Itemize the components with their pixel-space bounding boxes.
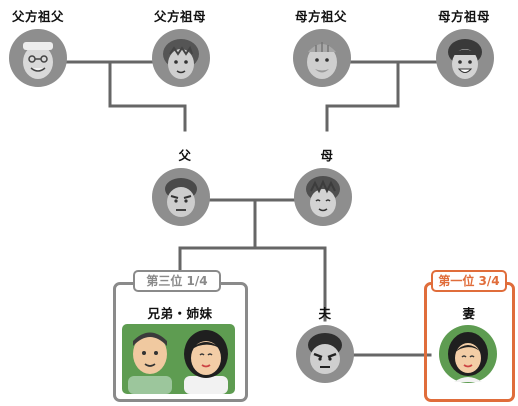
paternal-grandfather-portrait	[8, 28, 68, 88]
brother-portrait	[128, 332, 172, 394]
wife-share: 3/4	[478, 274, 500, 288]
maternal-grandfather-portrait	[292, 28, 352, 88]
siblings-portrait-panel	[122, 324, 235, 394]
paternal-grandfather-label: 父方祖父	[11, 9, 64, 24]
paternal-grandmother-portrait	[151, 28, 211, 88]
husband-portrait	[295, 324, 355, 384]
paternal-descent-line	[108, 60, 187, 132]
wife-title: 妻	[462, 306, 476, 321]
siblings-rank-tag: 第三位 1/4	[133, 270, 221, 292]
sister-portrait	[184, 330, 228, 394]
husband-label: 夫	[318, 306, 332, 321]
siblings-portraits	[128, 330, 228, 394]
father-portrait	[151, 167, 211, 227]
siblings-share: 1/4	[186, 274, 208, 288]
maternal-grandmother-label: 母方祖母	[437, 9, 490, 24]
maternal-grandmother-portrait	[435, 28, 495, 88]
mother-portrait	[293, 167, 353, 227]
maternal-descent-line	[325, 60, 400, 132]
siblings-title: 兄弟・姉妹	[147, 306, 213, 321]
wife-rank: 第一位	[438, 274, 475, 288]
mother-label: 母	[320, 148, 334, 163]
siblings-rank: 第三位	[146, 274, 183, 288]
father-label: 父	[178, 148, 192, 163]
wife-portrait	[438, 324, 498, 384]
paternal-grandmother-label: 父方祖母	[153, 9, 206, 24]
maternal-grandfather-label: 母方祖父	[294, 9, 347, 24]
wife-rank-tag: 第一位 3/4	[431, 270, 507, 292]
